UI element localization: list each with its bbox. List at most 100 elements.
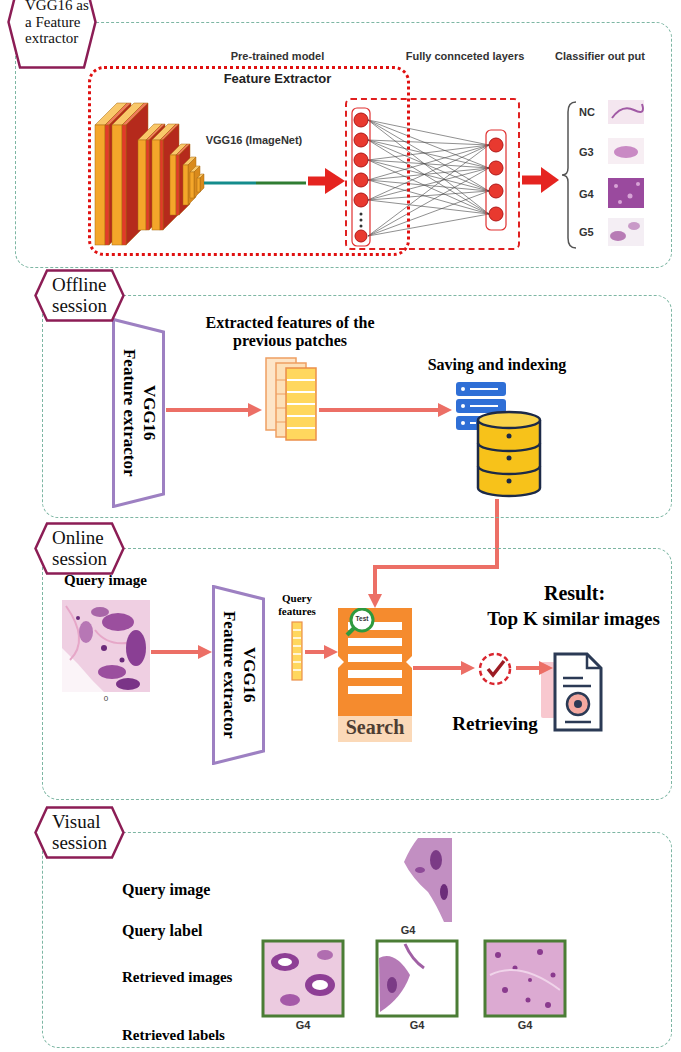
class-thumbnails <box>614 146 638 158</box>
section-title: Visual session <box>52 811 125 854</box>
connector-arrow <box>151 645 212 659</box>
database-drawing <box>461 421 465 425</box>
query-image: Query image <box>62 600 150 692</box>
query-image-drawing <box>62 648 104 692</box>
document-fold <box>587 654 601 668</box>
fc-neurons <box>354 113 368 127</box>
class-thumbnails <box>618 200 622 204</box>
fc-neurons <box>489 207 503 221</box>
query-image-drawing <box>62 600 150 692</box>
vgg16-flatten-line <box>204 183 306 184</box>
connector-line <box>166 408 249 412</box>
result-document: Result:Top K similar images <box>553 652 603 732</box>
search-row <box>348 686 402 694</box>
connector-arrow <box>368 499 497 608</box>
section-panel: Online sessionQuery imageVGG16Feature ex… <box>42 548 672 800</box>
fc-neurons <box>360 213 363 216</box>
retrieved-image <box>387 977 397 993</box>
magnifier-lens <box>351 609 373 631</box>
database-drawing <box>507 456 512 461</box>
query-feature-bar <box>292 622 302 680</box>
query-image-drawing <box>120 658 125 663</box>
section-title: Online session <box>52 527 125 570</box>
document-page <box>555 654 601 730</box>
query-image-drawing <box>102 613 134 631</box>
class-thumbnails <box>612 104 643 118</box>
vgg16-layers <box>95 125 105 245</box>
vgg16-flatten-line <box>204 182 256 185</box>
node-text: Retrieving <box>435 713 555 735</box>
feature-extractor-box: Feature ExtractorVGG16 (ImageNet) <box>88 66 410 256</box>
vgg16-layers <box>170 155 176 215</box>
retrieved-image <box>312 980 328 990</box>
retr-outline <box>475 650 515 688</box>
vgg16-flatten-line <box>256 182 306 185</box>
visual-query-image <box>365 838 452 922</box>
search-row <box>348 638 402 646</box>
classifier-arrow <box>522 176 543 185</box>
section-tag: Online session <box>34 522 125 575</box>
vgg16-layers <box>194 166 200 198</box>
query-image-drawing <box>62 600 150 692</box>
class-bracket <box>562 102 576 248</box>
retrieved-image <box>263 941 343 1016</box>
query-image-drawing <box>79 621 93 643</box>
label-text: Retrieved images <box>122 969 260 986</box>
feature-stack-drawing <box>276 380 286 422</box>
connector-head <box>324 645 338 659</box>
connector-arrow <box>413 661 475 675</box>
fc-neurons <box>360 219 363 222</box>
retrieved-image <box>485 941 565 1016</box>
label-text: Test <box>352 615 372 622</box>
database-drawing <box>461 404 465 408</box>
retrieved-image <box>495 952 501 958</box>
search-row <box>348 670 402 678</box>
retrieved-image <box>526 998 531 1003</box>
doc-outline <box>553 652 603 732</box>
connector-arrow <box>308 168 345 194</box>
class-thumbnails <box>608 138 644 164</box>
connector-arrow <box>319 403 452 417</box>
vgg16-layers <box>146 124 162 230</box>
connector-head <box>198 645 212 659</box>
class-thumbnails <box>608 218 644 246</box>
node-text: Result: <box>472 582 677 605</box>
classifier-arrow <box>522 167 559 193</box>
retrieved-image <box>305 974 335 996</box>
database-drawing <box>478 420 540 496</box>
label-text: Pre-trained model <box>205 50 350 63</box>
connector-head <box>325 168 345 194</box>
label-text: 0 <box>98 694 114 703</box>
section-title: Offline session <box>52 274 125 317</box>
vgg16-layers <box>176 155 179 215</box>
label-text: G4 <box>579 188 607 201</box>
vgg16-layers <box>112 125 122 245</box>
node-text: VGG16 <box>239 592 259 757</box>
fc-neurons <box>354 153 368 167</box>
label-text: G4 <box>286 1019 320 1032</box>
trapezoid-outline <box>214 587 264 764</box>
fc-neurons <box>489 138 503 152</box>
class-thumbnails <box>628 194 633 199</box>
node-text: Query image <box>64 572 194 589</box>
vgg16-layers <box>190 172 194 198</box>
query-feature-vector: Query features <box>290 622 304 682</box>
node-text: Query features <box>270 592 324 617</box>
retrieved-image <box>377 941 457 1016</box>
connector-line <box>151 650 199 654</box>
database-drawing <box>507 434 512 439</box>
retrieved-image <box>495 949 556 1008</box>
vgg16-layers <box>197 178 200 192</box>
connector-line <box>305 650 325 654</box>
vgg16-layers <box>105 125 109 245</box>
retrieved-image <box>377 941 457 1016</box>
node-text: Search <box>334 716 416 739</box>
label-text: G4 <box>391 924 425 937</box>
database-drawing <box>478 443 540 474</box>
class-thumbnails <box>608 100 644 124</box>
node-text: VGG16 (ImageNet) <box>196 134 312 147</box>
fc-neurons <box>352 108 370 246</box>
vgg16-layers <box>200 174 204 192</box>
connector-line <box>308 177 326 186</box>
feature-extractor-trapezoid: VGG16Feature extractor <box>112 318 165 508</box>
